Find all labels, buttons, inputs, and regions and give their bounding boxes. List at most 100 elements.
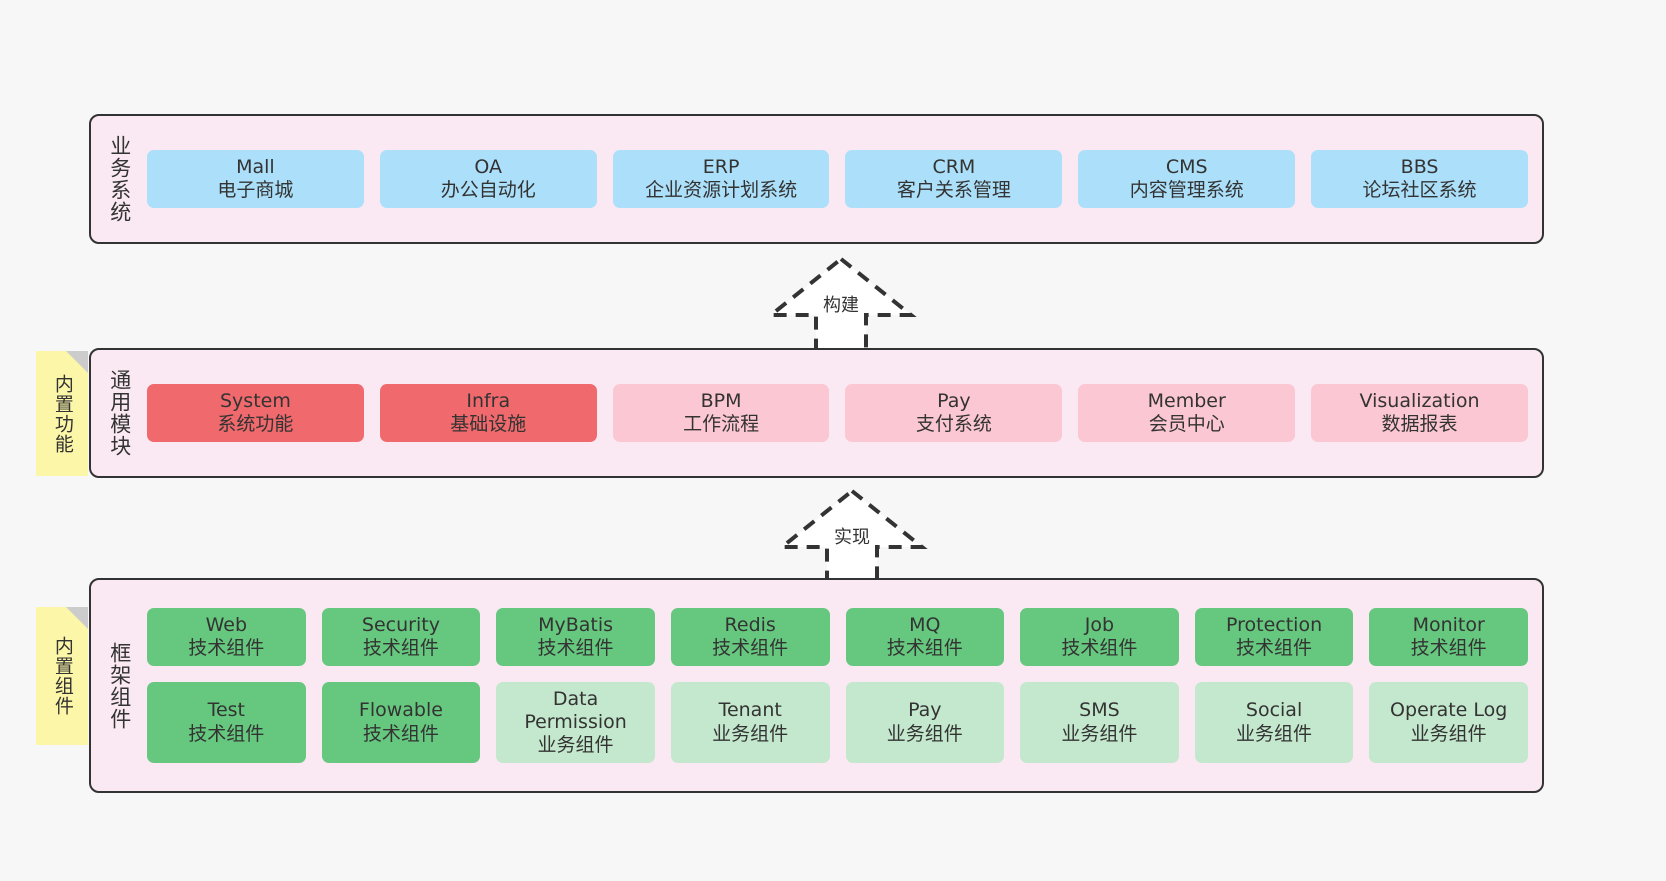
cell-subtitle: 客户关系管理	[896, 179, 1011, 201]
cell-subtitle: 技术组件	[1410, 636, 1487, 659]
cell-social[interactable]: Social 业务组件	[1194, 681, 1354, 764]
cell-title: Data Permission	[524, 687, 627, 734]
cell-row: Mall 电子商城 OA 办公自动化 ERP 企业资源计划系统 CRM 客户关系…	[147, 149, 1528, 209]
cell-title: Monitor	[1412, 613, 1485, 636]
cell-title: MQ	[909, 613, 941, 636]
cell-redis[interactable]: Redis 技术组件	[670, 607, 830, 666]
cell-title: SMS	[1079, 699, 1120, 722]
cell-subtitle: 业务组件	[1410, 722, 1487, 745]
cell-title: Flowable	[358, 699, 443, 722]
cell-sms[interactable]: SMS 业务组件	[1020, 681, 1179, 764]
sticky-fold-corner-icon	[66, 607, 88, 629]
cell-flowable[interactable]: Flowable 技术组件	[321, 681, 481, 764]
cell-subtitle: 工作流程	[683, 413, 760, 435]
cell-subtitle: 电子商城	[217, 179, 294, 201]
cell-row: System 系统功能 Infra 基础设施 BPM 工作流程 Pay 支付系统…	[147, 383, 1528, 443]
cell-monitor[interactable]: Monitor 技术组件	[1369, 607, 1528, 666]
layer-title-common-modules: 通用模块	[107, 369, 132, 457]
cell-subtitle: 业务组件	[537, 734, 614, 757]
cell-subtitle: 业务组件	[712, 722, 789, 745]
cell-oa[interactable]: OA 办公自动化	[379, 149, 597, 209]
cell-bpm[interactable]: BPM 工作流程	[612, 383, 830, 443]
cell-subtitle: 技术组件	[537, 636, 614, 659]
cell-bbs[interactable]: BBS 论坛社区系统	[1311, 149, 1528, 209]
cell-title: BPM	[700, 389, 742, 412]
sticky-fold-corner-icon	[66, 351, 88, 373]
cell-row: Web 技术组件 Security 技术组件 MyBatis 技术组件 Redi…	[147, 607, 1528, 666]
cell-title: Member	[1147, 389, 1226, 412]
cell-subtitle: 系统功能	[217, 413, 294, 435]
cell-title: Web	[205, 613, 248, 636]
cell-title: Job	[1084, 613, 1115, 636]
cell-system[interactable]: System 系统功能	[147, 383, 364, 443]
layer-framework-components[interactable]: 框架组件 Web 技术组件 Security 技术组件 MyBatis 技术组件…	[89, 578, 1544, 793]
layer-title-framework-components: 框架组件	[107, 641, 132, 730]
cell-data-permission[interactable]: Data Permission 业务组件	[496, 681, 655, 764]
cell-title: BBS	[1400, 155, 1439, 178]
layer-business-system[interactable]: 业务系统 Mall 电子商城 OA 办公自动化 ERP 企业资源计划系统 CRM…	[89, 114, 1544, 244]
sticky-note-builtin-components: 内置组件	[36, 607, 88, 745]
cell-title: Operate Log	[1390, 699, 1508, 722]
layer-body-business-system: Mall 电子商城 OA 办公自动化 ERP 企业资源计划系统 CRM 客户关系…	[147, 116, 1542, 242]
cell-security[interactable]: Security 技术组件	[321, 607, 481, 666]
cell-job[interactable]: Job 技术组件	[1020, 607, 1179, 666]
cell-title: OA	[474, 155, 503, 178]
sticky-label: 内置组件	[51, 636, 74, 716]
cell-subtitle: 支付系统	[915, 413, 992, 435]
cell-subtitle: 技术组件	[1236, 636, 1313, 659]
cell-cms[interactable]: CMS 内容管理系统	[1078, 149, 1296, 209]
cell-mq[interactable]: MQ 技术组件	[845, 607, 1005, 666]
cell-title: Redis	[724, 613, 776, 636]
cell-subtitle: 基础设施	[450, 413, 527, 435]
cell-pay[interactable]: Pay 支付系统	[845, 383, 1063, 443]
cell-subtitle: 内容管理系统	[1129, 179, 1244, 201]
cell-web[interactable]: Web 技术组件	[147, 607, 306, 666]
layer-body-common-modules: System 系统功能 Infra 基础设施 BPM 工作流程 Pay 支付系统…	[147, 350, 1542, 476]
cell-subtitle: 论坛社区系统	[1362, 179, 1477, 201]
cell-infra[interactable]: Infra 基础设施	[379, 383, 597, 443]
cell-subtitle: 技术组件	[362, 722, 439, 745]
cell-pay-business[interactable]: Pay 业务组件	[845, 681, 1005, 764]
cell-test[interactable]: Test 技术组件	[147, 681, 306, 764]
cell-title: Test	[207, 699, 246, 722]
cell-subtitle: 业务组件	[1236, 722, 1313, 745]
generalization-arrow-build: 构建	[761, 256, 921, 353]
cell-subtitle: 技术组件	[886, 636, 963, 659]
cell-title: ERP	[702, 155, 740, 178]
cell-subtitle: 技术组件	[712, 636, 789, 659]
cell-title: Mall	[236, 155, 275, 178]
cell-row: Test 技术组件 Flowable 技术组件 Data Permission …	[147, 681, 1528, 764]
cell-subtitle: 技术组件	[362, 636, 439, 659]
cell-title: Pay	[937, 389, 971, 412]
cell-title: CRM	[932, 155, 976, 178]
layer-title-business-system: 业务系统	[107, 135, 132, 223]
cell-subtitle: 技术组件	[1061, 636, 1138, 659]
cell-member[interactable]: Member 会员中心	[1078, 383, 1296, 443]
cell-title: CMS	[1165, 155, 1208, 178]
layer-common-modules[interactable]: 通用模块 System 系统功能 Infra 基础设施 BPM 工作流程 Pay…	[89, 348, 1544, 478]
cell-protection[interactable]: Protection 技术组件	[1194, 607, 1354, 666]
sticky-label: 内置功能	[51, 373, 74, 454]
cell-operate-log[interactable]: Operate Log 业务组件	[1369, 681, 1528, 764]
cell-subtitle: 业务组件	[886, 722, 963, 745]
cell-title: MyBatis	[538, 613, 614, 636]
cell-title: Social	[1245, 699, 1303, 722]
cell-title: Infra	[466, 389, 511, 412]
cell-title: System	[219, 389, 291, 412]
cell-crm[interactable]: CRM 客户关系管理	[845, 149, 1063, 209]
cell-mall[interactable]: Mall 电子商城	[147, 149, 364, 209]
cell-subtitle: 会员中心	[1148, 413, 1225, 435]
cell-subtitle: 企业资源计划系统	[645, 179, 798, 201]
cell-subtitle: 数据报表	[1381, 413, 1458, 435]
cell-subtitle: 业务组件	[1061, 722, 1138, 745]
cell-subtitle: 办公自动化	[440, 179, 536, 201]
cell-title: Visualization	[1359, 389, 1480, 412]
cell-mybatis[interactable]: MyBatis 技术组件	[496, 607, 655, 666]
cell-title: Security	[361, 613, 440, 636]
cell-erp[interactable]: ERP 企业资源计划系统	[612, 149, 830, 209]
cell-tenant[interactable]: Tenant 业务组件	[670, 681, 830, 764]
generalization-arrow-realize: 实现	[772, 488, 932, 585]
cell-visualization[interactable]: Visualization 数据报表	[1311, 383, 1528, 443]
layer-body-framework-components: Web 技术组件 Security 技术组件 MyBatis 技术组件 Redi…	[147, 580, 1542, 791]
